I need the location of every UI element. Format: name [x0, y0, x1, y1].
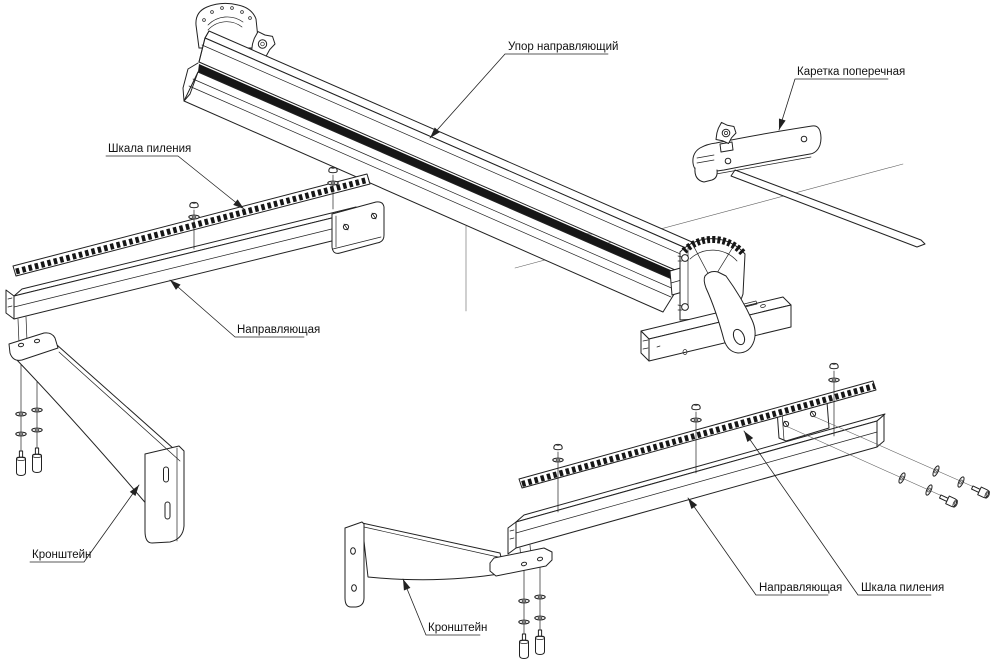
label-fence-stop-text: Упор направляющий: [508, 41, 619, 53]
saw-scale-left-strip: [12, 173, 371, 277]
label-guide-rail-right: Направляющая: [687, 497, 842, 596]
label-cross-carriage-text: Каретка поперечная: [797, 66, 905, 78]
pivot-bolt-upper-icon: [677, 254, 689, 262]
angle-arm: [703, 271, 756, 354]
label-saw-scale-right-text: Шкала пиления: [861, 582, 944, 594]
label-bracket-center-text: Кронштейн: [428, 622, 487, 634]
slider-tube: [640, 296, 792, 362]
carriage-knob-icon: [715, 121, 737, 153]
carriage-plate: [692, 125, 822, 183]
label-bracket-left-text: Кронштейн: [32, 549, 91, 561]
label-cross-carriage: Каретка поперечная: [778, 66, 905, 131]
bracket-center: [344, 521, 553, 659]
saw-scale-right-strip: [518, 380, 877, 489]
carriage-ruler-bar: [730, 169, 926, 248]
label-fence-stop: Упор направляющий: [429, 41, 619, 139]
pivot-bolt-lower-icon: [677, 303, 689, 311]
rail-left-end-plate: [331, 201, 385, 254]
fence-stop-beam: [182, 2, 792, 362]
guide-rail-left-assembly: [5, 166, 385, 344]
label-guide-rail-left: Направляющая: [169, 279, 320, 338]
bracket-left: [8, 332, 185, 544]
label-guide-rail-left-text: Направляющая: [237, 324, 320, 336]
label-guide-rail-right-text: Направляющая: [759, 582, 842, 594]
label-saw-scale-right: Шкала пиления: [743, 430, 944, 596]
cross-carriage: [692, 121, 926, 248]
side-bolts: [785, 415, 992, 509]
lock-knob-left-icon: [251, 31, 276, 57]
scale-screw: [552, 443, 564, 513]
labels: Упор направляющий Каретка поперечная Шка…: [29, 41, 944, 636]
scale-screw: [690, 403, 702, 474]
guide-rail-right-assembly: [507, 362, 992, 561]
label-saw-scale-left-text: Шкала пиления: [108, 143, 191, 155]
label-bracket-center: Кронштейн: [402, 578, 487, 636]
label-bracket-left: Кронштейн: [29, 484, 140, 563]
label-saw-scale-left: Шкала пиления: [105, 143, 245, 210]
scale-screw: [327, 166, 339, 210]
rail-right: [507, 413, 886, 561]
scale-screw: [188, 201, 200, 250]
